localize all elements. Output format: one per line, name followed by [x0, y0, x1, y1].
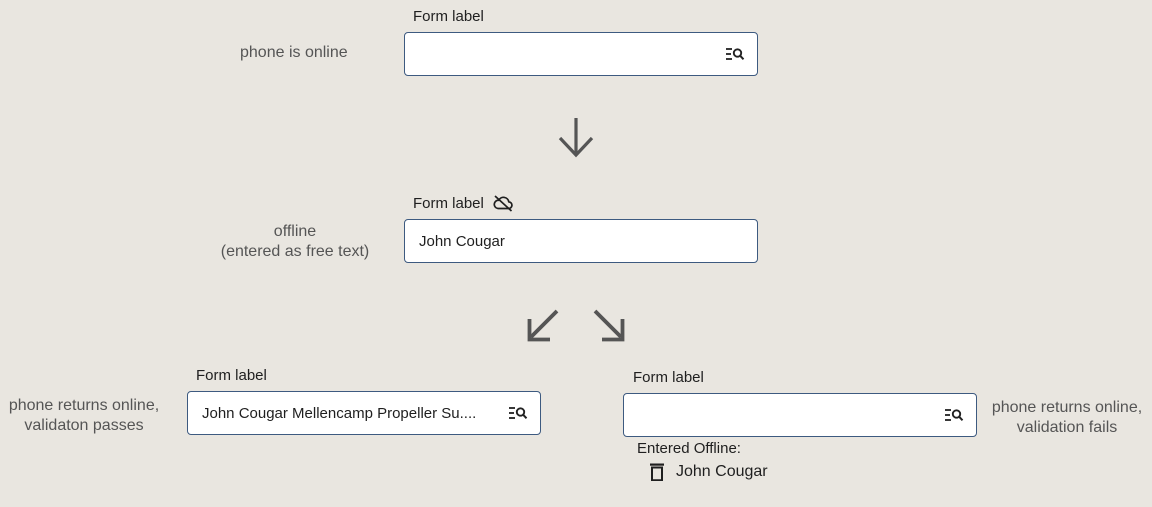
- offline-note: offline (entered as free text): [200, 222, 390, 262]
- offline-form-label-row: Form label: [413, 194, 514, 212]
- offline-note-line1: offline: [273, 223, 317, 240]
- pass-lookup-field[interactable]: John Cougar Mellencamp Propeller Su....: [187, 391, 541, 435]
- fail-note-line1: phone returns online,: [991, 399, 1143, 416]
- online-lookup-field[interactable]: [404, 32, 758, 76]
- fail-note-line2: validation fails: [1016, 419, 1118, 436]
- arrow-down-right-icon: [593, 309, 625, 342]
- pass-note-line1: phone returns online,: [8, 397, 160, 414]
- trash-icon[interactable]: [650, 463, 664, 481]
- entered-offline-item: John Cougar: [650, 463, 768, 481]
- list-search-icon[interactable]: [944, 408, 964, 422]
- arrow-down-left-icon: [527, 309, 559, 342]
- fail-form-label: Form label: [633, 369, 704, 386]
- offline-form-label: Form label: [413, 194, 484, 212]
- list-search-icon[interactable]: [725, 47, 745, 61]
- pass-note: phone returns online, validaton passes: [0, 396, 168, 436]
- fail-note: phone returns online, validation fails: [982, 398, 1152, 438]
- entered-offline-title: Entered Offline:: [637, 440, 741, 457]
- entered-offline-value: John Cougar: [676, 463, 768, 480]
- cloud-off-icon: [493, 195, 513, 212]
- offline-text-field[interactable]: John Cougar: [404, 219, 758, 263]
- arrow-down-icon: [558, 118, 594, 158]
- pass-form-label: Form label: [196, 367, 267, 384]
- pass-field-value: John Cougar Mellencamp Propeller Su....: [202, 404, 477, 422]
- online-note: phone is online: [240, 44, 348, 61]
- pass-note-line2: validaton passes: [24, 417, 144, 434]
- list-search-icon[interactable]: [508, 406, 528, 420]
- fail-lookup-field[interactable]: [623, 393, 977, 437]
- online-form-label: Form label: [413, 8, 484, 25]
- offline-field-value: John Cougar: [419, 232, 505, 250]
- offline-note-line2: (entered as free text): [220, 243, 370, 260]
